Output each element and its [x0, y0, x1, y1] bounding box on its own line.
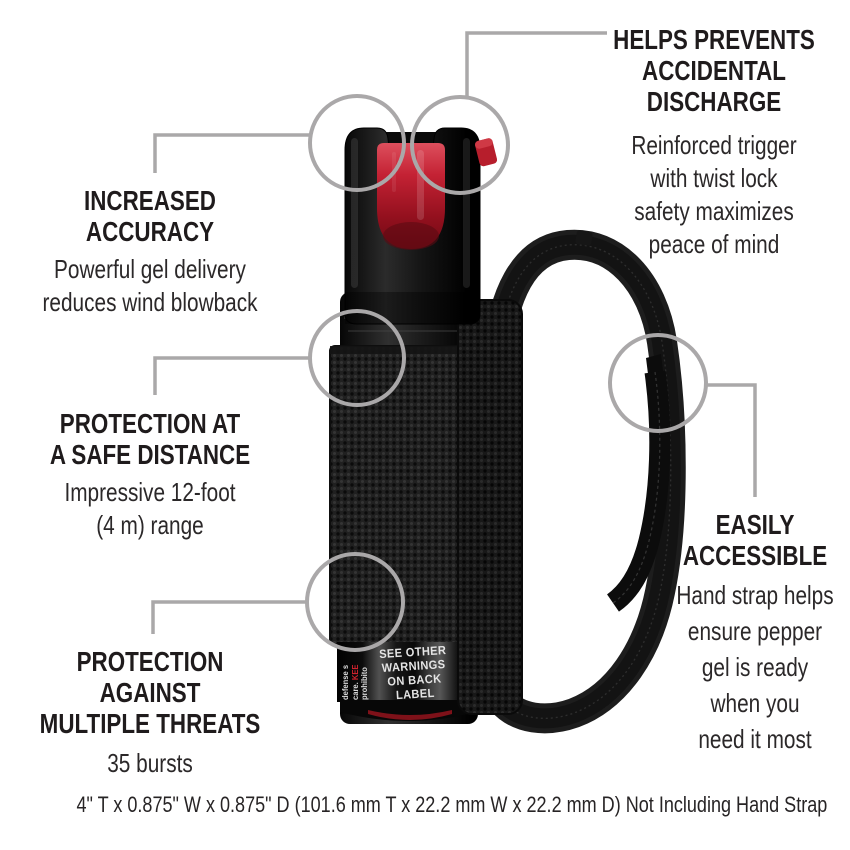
strap-webbing-strip — [457, 299, 523, 715]
connector-accessible — [705, 383, 757, 497]
callout-distance: PROTECTION AT A SAFE DISTANCE Impressive… — [0, 408, 300, 542]
callout-threats-body: 35 bursts — [107, 748, 193, 778]
red-safety-tab — [475, 138, 498, 167]
circle-sleeve-top — [308, 309, 406, 407]
side-text-line2-red: KEE — [350, 664, 360, 681]
callout-accuracy: INCREASED ACCURACY Powerful gel delivery… — [0, 185, 300, 319]
callout-connectors — [151, 31, 757, 634]
callout-discharge: HELPS PREVENTS ACCIDENTAL DISCHARGE Rein… — [574, 24, 850, 261]
hand-strap-loop — [482, 229, 686, 734]
callout-accuracy-title: INCREASED ACCURACY — [84, 185, 216, 247]
side-text-line2-white: care. — [350, 680, 360, 700]
callout-distance-title: PROTECTION AT A SAFE DISTANCE — [49, 408, 251, 470]
callout-threats: PROTECTION AGAINST MULTIPLE THREATS 35 b… — [0, 646, 300, 780]
circle-trigger-right — [410, 95, 510, 195]
callout-accessible: EASILY ACCESSIBLE Hand strap helps ensur… — [615, 509, 850, 757]
circle-strap — [608, 333, 708, 433]
cap-and-trigger — [344, 127, 498, 325]
callout-discharge-title: HELPS PREVENTS ACCIDENTAL DISCHARGE — [613, 24, 815, 117]
side-text-line3: prohibito — [360, 667, 369, 700]
callout-distance-body: Impressive 12-foot (4 m) range — [64, 477, 236, 540]
callout-accuracy-body: Powerful gel delivery reduces wind blowb… — [42, 254, 258, 317]
circle-nozzle-left — [308, 94, 406, 192]
dimensions-text: 4" T x 0.875" W x 0.875" D (101.6 mm T x… — [76, 792, 828, 817]
connector-distance — [153, 356, 311, 395]
strap-tail — [606, 354, 671, 612]
side-text-line1: defense s — [341, 664, 350, 700]
warning-label-band — [337, 642, 478, 702]
callout-discharge-body: Reinforced trigger with twist lock safet… — [631, 130, 797, 259]
warning-label-text: SEE OTHER WARNINGS ON BACK LABEL — [378, 643, 447, 703]
callout-threats-title: PROTECTION AGAINST MULTIPLE THREATS — [39, 646, 261, 739]
callout-accessible-body: Hand strap helps ensure pepper gel is re… — [676, 580, 834, 754]
canister-base — [340, 700, 476, 721]
connector-discharge — [465, 31, 607, 98]
dimensions-footer: 4" T x 0.875" W x 0.875" D (101.6 mm T x… — [0, 792, 850, 818]
connector-accuracy — [153, 133, 311, 173]
callout-accessible-title: EASILY ACCESSIBLE — [682, 509, 828, 571]
circle-sleeve-bottom — [305, 552, 405, 652]
highlight-circles — [305, 94, 708, 652]
connector-threats — [151, 600, 308, 634]
